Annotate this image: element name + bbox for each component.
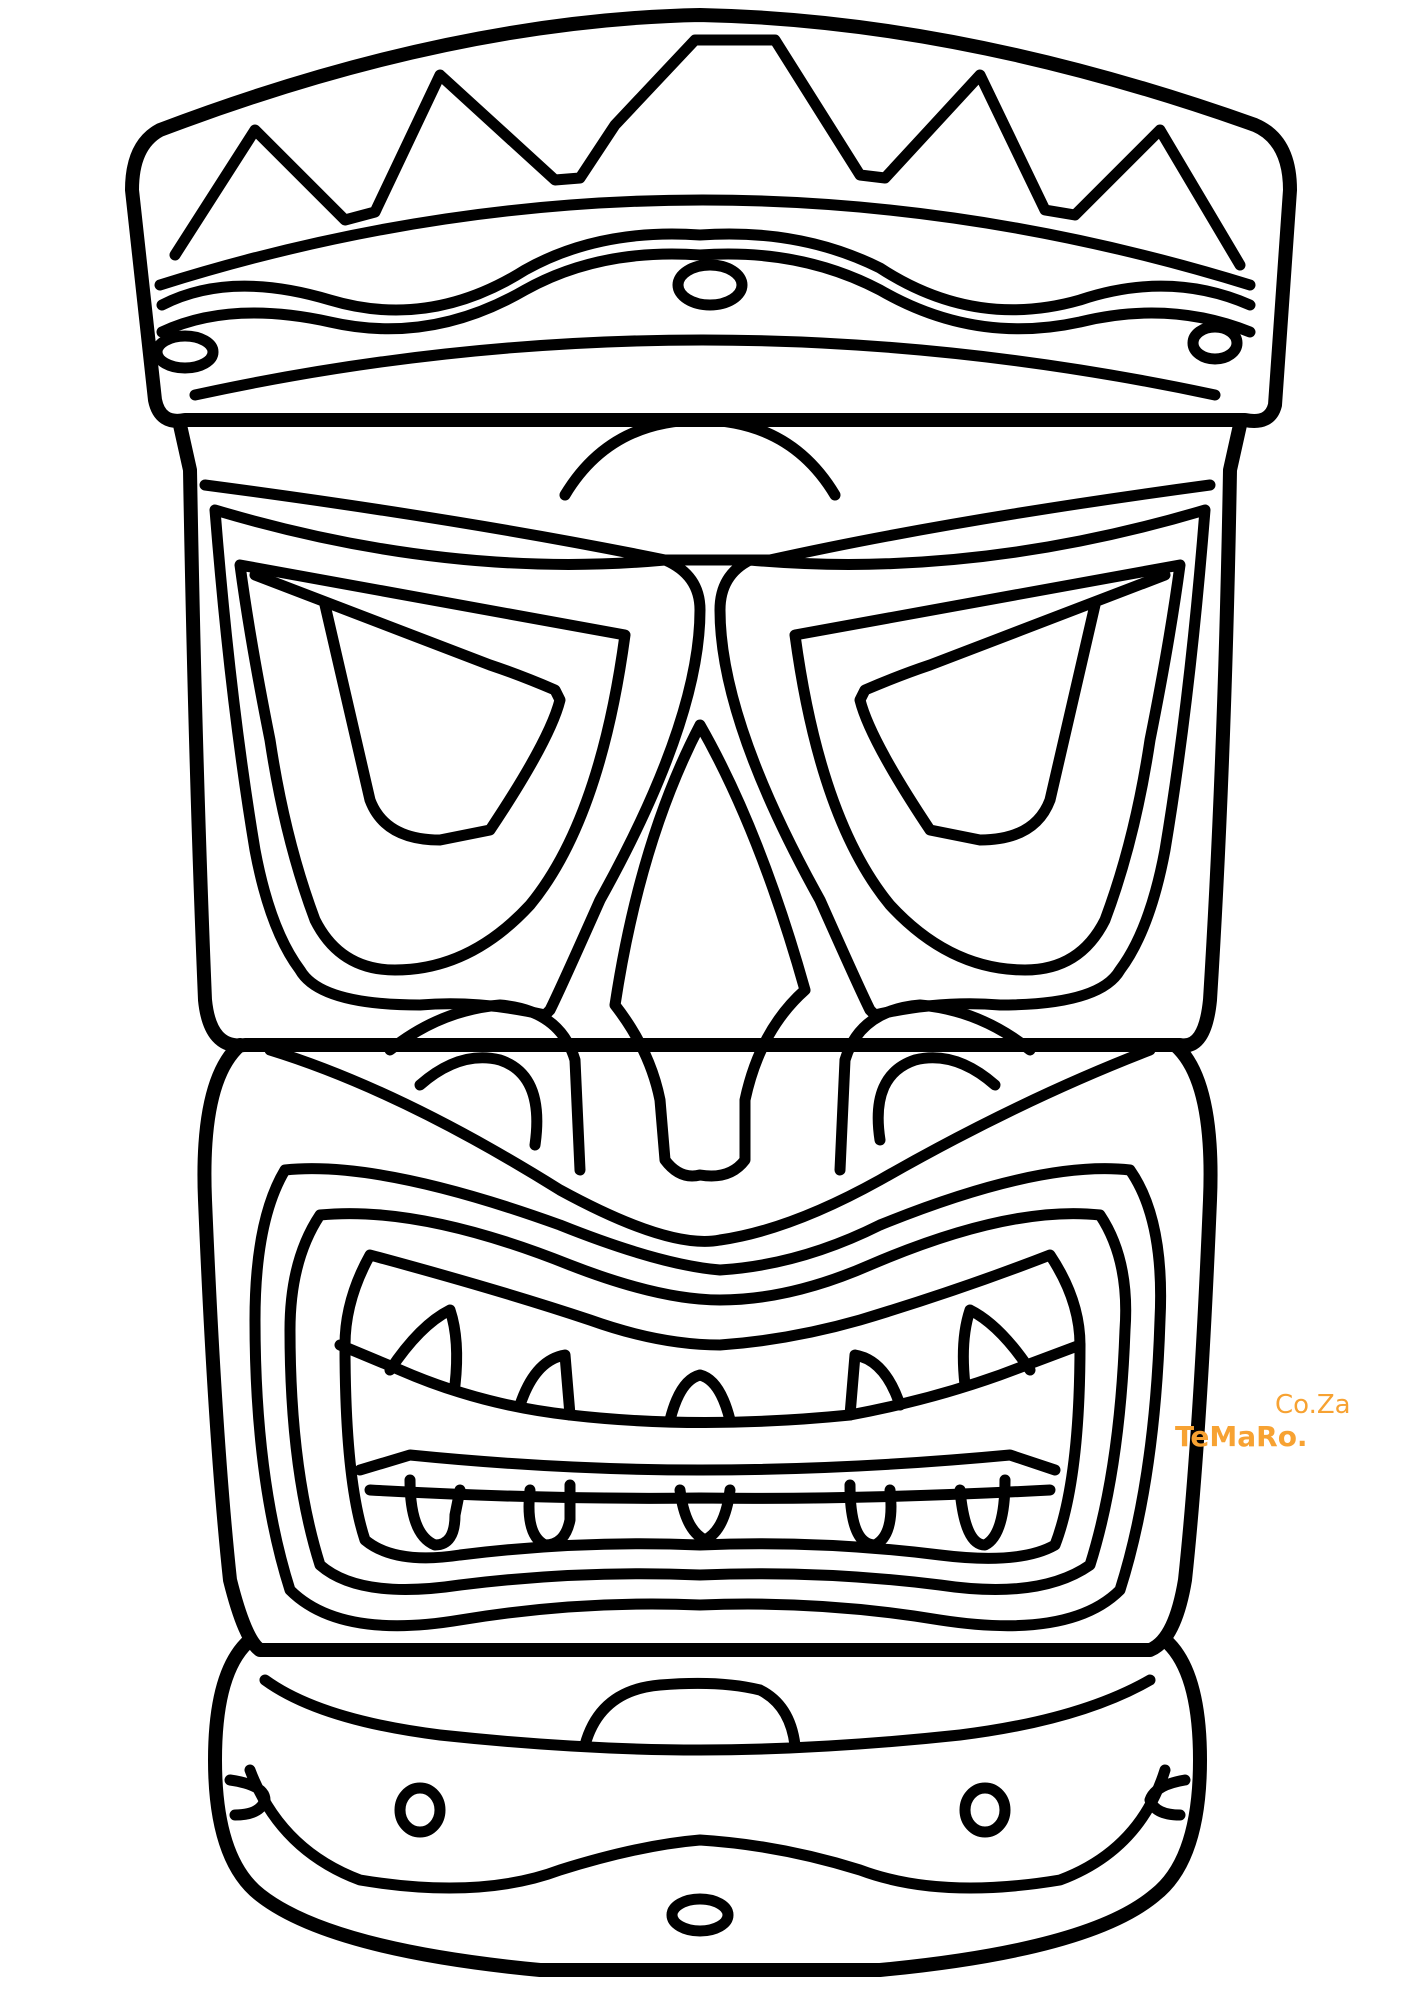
- tiki-left-eye: [209, 504, 706, 1021]
- lower-teeth-line: [354, 1449, 1061, 1476]
- cheek-ridge: [264, 1044, 1156, 1247]
- right-eye-inner: [854, 569, 1171, 846]
- right-cheek-arc: [834, 999, 1036, 1176]
- headdress-right-dot: [1187, 321, 1243, 365]
- tiki-chin: [208, 1633, 1207, 1977]
- right-eye-socket: [714, 504, 1211, 1021]
- right-cheek-circle: [872, 1052, 1001, 1146]
- headdress-outline: [125, 8, 1297, 428]
- left-eye-outer: [234, 559, 631, 976]
- chin-arch: [579, 1677, 801, 1751]
- upper-tooth-2: [514, 1349, 576, 1421]
- tiki-headdress: [125, 8, 1297, 428]
- headdress-wave-band-top: [156, 228, 1256, 316]
- mouth-outer-lip: [249, 1163, 1167, 1632]
- lower-face-outline: [197, 1038, 1218, 1657]
- tiki-upper-face: [173, 414, 1247, 1053]
- left-cheek-arc: [384, 999, 586, 1176]
- upper-face-outline: [173, 418, 1247, 1053]
- right-eye-outer: [789, 559, 1186, 976]
- brow-line: [199, 479, 1216, 566]
- left-cheek-circle: [414, 1052, 543, 1151]
- chin-left-edge-notch: [224, 1774, 271, 1821]
- headdress-wave-band-bottom: [156, 248, 1256, 338]
- headdress-center-dot: [672, 259, 748, 311]
- mouth-middle-lip: [284, 1208, 1132, 1595]
- lower-tooth-5: [954, 1474, 1011, 1551]
- headdress-upper-band: [154, 194, 1256, 291]
- lower-tooth-3: [674, 1484, 736, 1546]
- chin-outline: [208, 1633, 1207, 1977]
- nose-bridge: [609, 719, 811, 1182]
- lower-tooth-4: [844, 1479, 897, 1551]
- tiki-nose: [609, 719, 811, 1182]
- lower-tooth-2: [523, 1479, 576, 1551]
- tiki-mouth: [249, 1163, 1167, 1632]
- tiki-right-eye: [714, 504, 1211, 1021]
- watermark-domain: Co.Za: [1275, 1390, 1351, 1420]
- lower-tooth-1: [404, 1474, 466, 1551]
- upper-tooth-3: [664, 1369, 736, 1426]
- chin-right-edge-notch: [1144, 1774, 1191, 1821]
- upper-tooth-1: [384, 1304, 463, 1391]
- chin-right-dot: [959, 1782, 1011, 1838]
- forehead-dome: [559, 414, 841, 501]
- watermark-brand: TeMaRo.: [1175, 1420, 1308, 1453]
- headdress-lower-band: [189, 334, 1221, 401]
- teeth-gap-line: [364, 1484, 1056, 1504]
- headdress-left-dot: [151, 330, 219, 374]
- chin-center-dot: [666, 1893, 734, 1937]
- chin-left-dot: [394, 1782, 446, 1838]
- left-eye-inner: [249, 569, 566, 846]
- upper-tooth-4: [844, 1349, 906, 1421]
- chin-inner-band: [259, 1674, 1156, 1756]
- mouth-inner: [339, 1249, 1086, 1564]
- left-eye-socket: [209, 504, 706, 1021]
- upper-teeth-line: [334, 1339, 1086, 1428]
- upper-tooth-5: [957, 1304, 1036, 1391]
- tiki-cheeks: [197, 999, 1218, 1657]
- chin-lower-band: [244, 1764, 1171, 1894]
- headdress-zigzag: [169, 34, 1246, 271]
